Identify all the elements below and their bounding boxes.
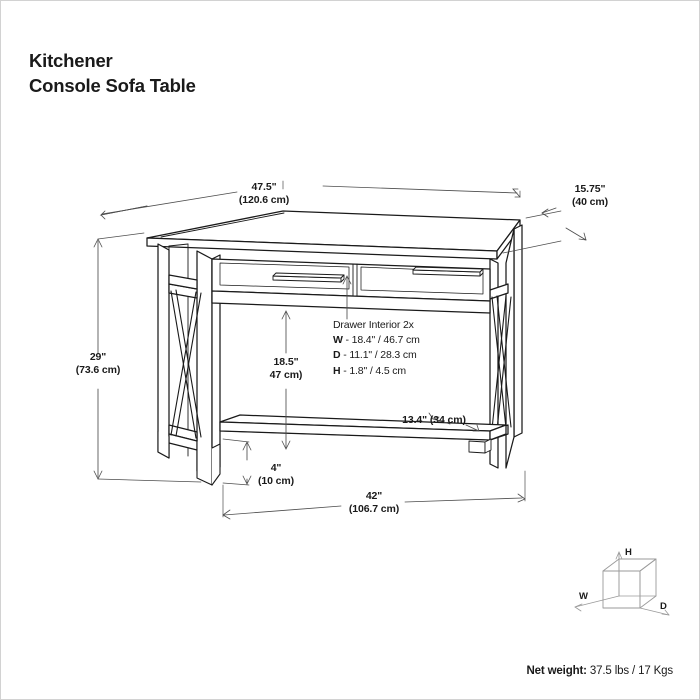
dimension-overall-width bbox=[99, 180, 521, 220]
dimension-shelf-clearance bbox=[281, 310, 291, 450]
dimension-label-shelf-clearance: 18.5" 47 cm) bbox=[269, 356, 303, 381]
product-subtitle: Console Sofa Table bbox=[29, 74, 196, 96]
table-top bbox=[146, 210, 521, 260]
net-weight-value: 37.5 lbs / 17 Kgs bbox=[589, 665, 673, 677]
dimension-overall-depth bbox=[502, 207, 587, 254]
drawer-callout-row-w: W - 18.4" / 46.7 cm bbox=[333, 333, 420, 348]
page-title: Kitchener Console Sofa Table bbox=[29, 25, 196, 123]
legend-label-width: W bbox=[579, 591, 588, 602]
legend-label-height: H bbox=[625, 547, 632, 558]
dimension-floor-to-shelf bbox=[222, 438, 252, 486]
net-weight: Net weight: 37.5 lbs / 17 Kgs bbox=[527, 665, 674, 677]
lower-shelf bbox=[219, 414, 507, 454]
drawer-callout-key-d: D bbox=[333, 349, 341, 362]
drawer-callout-key-h: H bbox=[333, 364, 341, 377]
dimension-label-shelf-depth: 13.4" (34 cm) bbox=[402, 414, 466, 426]
net-weight-label: Net weight: bbox=[526, 665, 587, 677]
drawer-callout-value-h: - 1.8" / 4.5 cm bbox=[343, 364, 406, 377]
dimension-label-overall-depth: 15.75" (40 cm) bbox=[571, 183, 609, 208]
drawer-callout-row-h: H - 1.8" / 4.5 cm bbox=[333, 364, 420, 379]
left-side-panel bbox=[157, 243, 221, 479]
product-name: Kitchener bbox=[29, 50, 113, 72]
legend-label-depth: D bbox=[660, 601, 667, 612]
drawer-interior-callout: Drawer Interior 2x W - 18.4" / 46.7 cm D… bbox=[333, 318, 420, 379]
drawer-pull-right bbox=[412, 266, 484, 277]
dimension-drawer-leader bbox=[342, 275, 352, 320]
right-side-panel bbox=[489, 224, 523, 469]
drawer-callout-heading: Drawer Interior 2x bbox=[333, 319, 414, 331]
drawer-callout-row-d: D - 11.1" / 28.3 cm bbox=[333, 348, 420, 363]
dimension-overall-height bbox=[93, 232, 202, 483]
drawer-front-assembly bbox=[211, 258, 491, 314]
legs-feet bbox=[157, 430, 221, 486]
dimension-base-width bbox=[222, 470, 526, 520]
dimension-label-floor-to-shelf: 4" (10 cm) bbox=[257, 462, 295, 487]
drawer-pull-left bbox=[272, 272, 345, 283]
dimension-shelf-depth bbox=[428, 412, 480, 432]
wdh-cube-legend bbox=[574, 551, 670, 616]
drawer-callout-value-w: - 18.4" / 46.7 cm bbox=[345, 334, 420, 347]
drawer-callout-value-d: - 11.1" / 28.3 cm bbox=[343, 349, 417, 362]
dimension-label-overall-width: 47.5" (120.6 cm) bbox=[238, 181, 290, 206]
dimension-label-base-width: 42" (106.7 cm) bbox=[348, 490, 400, 515]
drawer-callout-key-w: W bbox=[333, 334, 343, 347]
dimension-label-overall-height: 29" (73.6 cm) bbox=[75, 351, 121, 376]
